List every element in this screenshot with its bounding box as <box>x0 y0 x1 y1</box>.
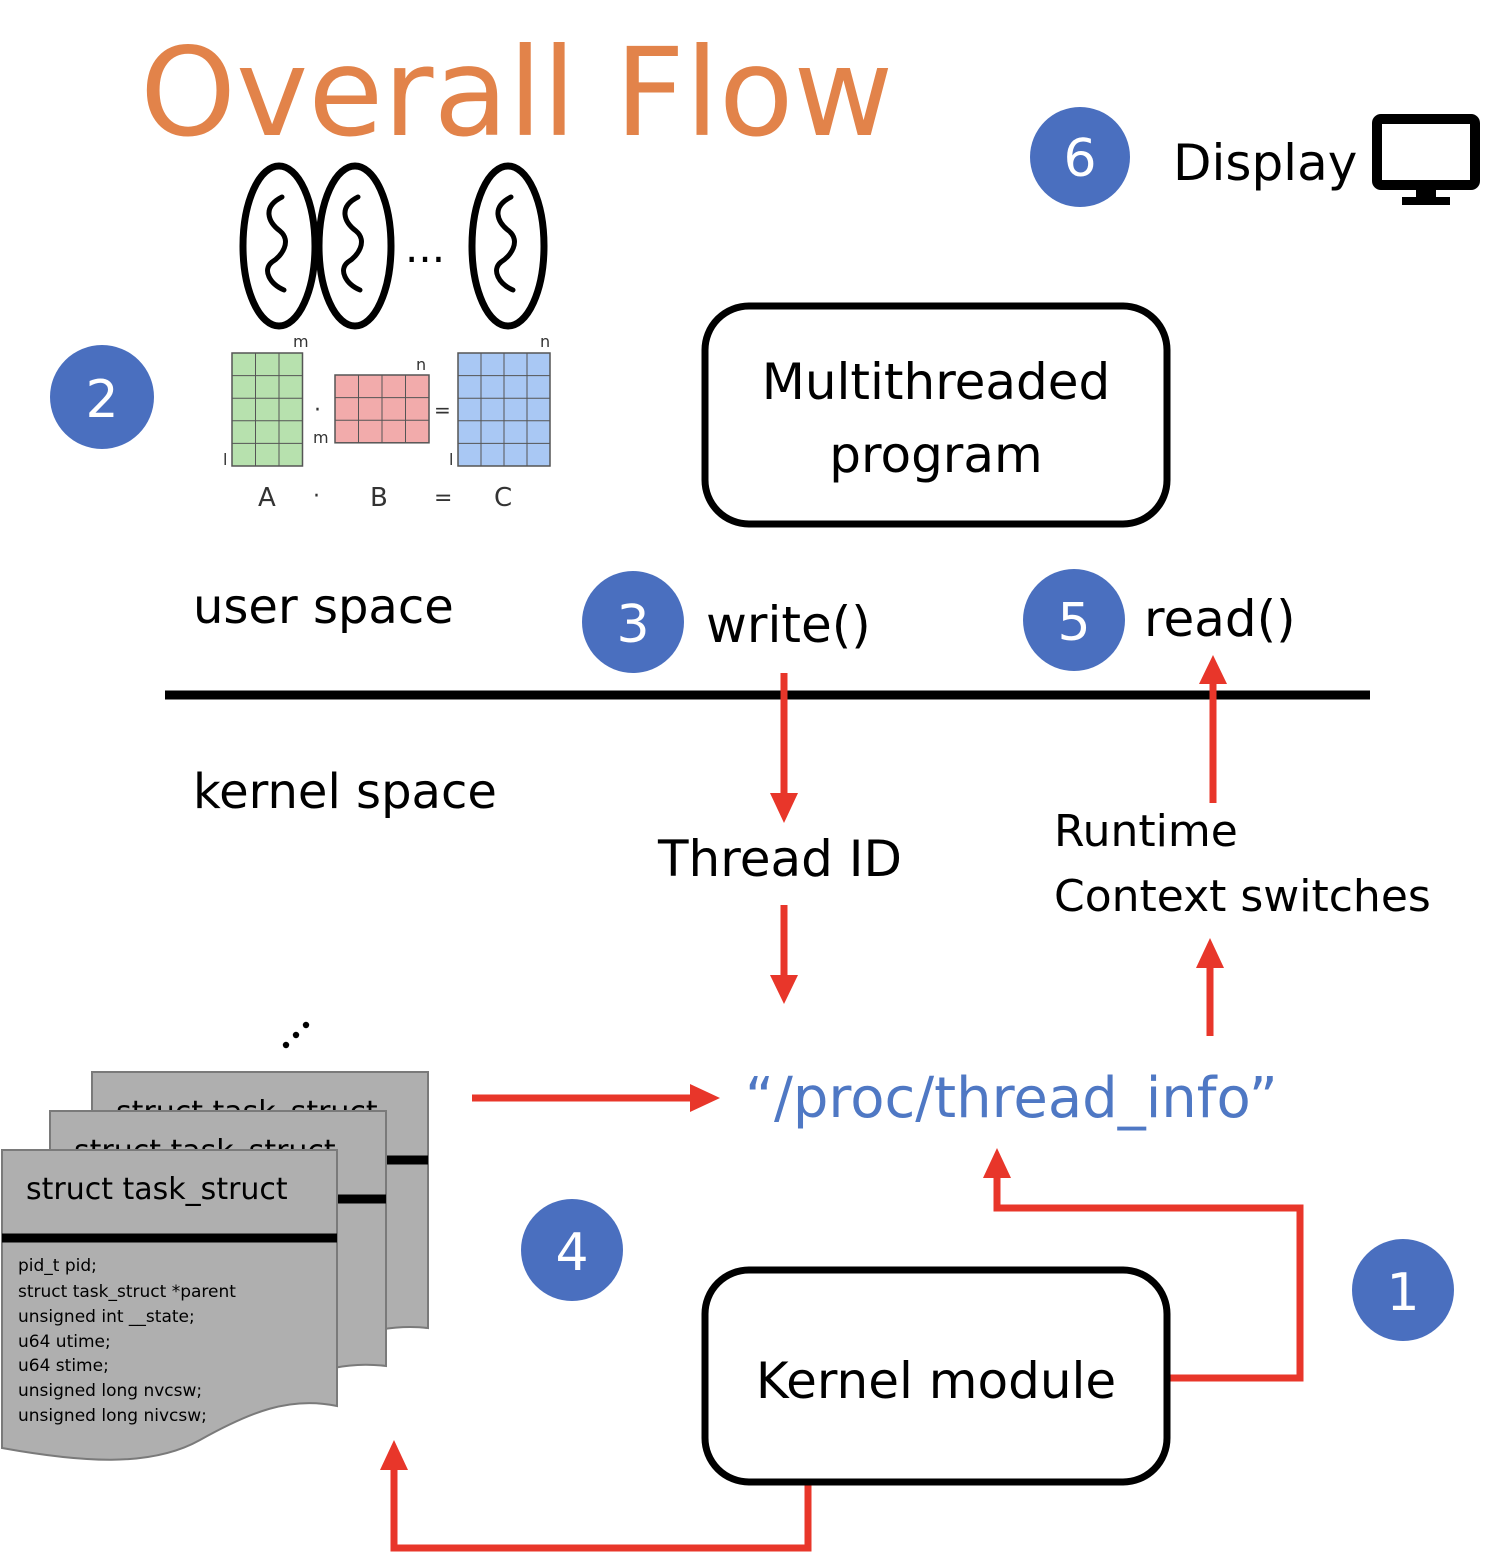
thread-id-label: Thread ID <box>657 830 902 888</box>
matrix-dim-label: m <box>293 332 309 351</box>
more-structs-ellipsis <box>282 1021 310 1049</box>
matrix-caption-c: C <box>494 483 512 513</box>
kernel-space-label: kernel space <box>193 764 497 820</box>
step-number: 3 <box>616 595 649 655</box>
matrix-body <box>231 352 304 467</box>
threads-ellipsis: ... <box>405 223 445 272</box>
step-number: 6 <box>1063 129 1096 189</box>
matrix-multiplication: m n n m l l · = A · B = C <box>223 332 551 513</box>
arrows <box>380 655 1304 1552</box>
arrow-struct-right <box>472 1084 720 1112</box>
display-label: Display <box>1173 134 1357 192</box>
step-4: 4 <box>521 1199 623 1301</box>
step-5: 5 read() <box>1023 569 1296 671</box>
step-badge <box>582 571 684 673</box>
matrix-b <box>334 374 430 444</box>
task-struct-fields: pid_t pid; struct task_struct *parent un… <box>18 1256 236 1426</box>
multithreaded-program-box: Multithreaded program <box>701 302 1171 528</box>
matrix-dot: · <box>314 398 321 423</box>
monitor-icon <box>1372 114 1480 205</box>
task-struct-field: u64 stime; <box>18 1356 109 1376</box>
step-number: 1 <box>1386 1263 1419 1323</box>
kernel-module-box: Kernel module <box>701 1266 1171 1486</box>
matrix-caption-eq: = <box>434 486 452 511</box>
step-number: 4 <box>555 1223 588 1283</box>
matrix-a <box>231 352 304 467</box>
runtime-label: Runtime <box>1054 806 1238 857</box>
task-struct-field: unsigned long nvcsw; <box>18 1381 202 1401</box>
thread-icon <box>315 162 395 330</box>
proc-file-path: “/proc/thread_info” <box>745 1066 1278 1131</box>
matrix-dim-label: n <box>540 332 550 351</box>
step-badge <box>1030 107 1130 207</box>
matrix-dim-label: n <box>416 355 426 374</box>
matrix-equals: = <box>434 398 451 422</box>
matrix-dim-label: m <box>313 428 329 447</box>
task-struct-field: pid_t pid; <box>18 1256 97 1276</box>
task-struct-field: unsigned long nivcsw; <box>18 1406 207 1426</box>
context-switches-label: Context switches <box>1054 871 1431 922</box>
step-badge <box>50 345 154 449</box>
arrow-write-down <box>770 673 798 823</box>
matrix-dim-label: l <box>449 450 453 469</box>
task-struct-title: struct task_struct <box>26 1172 288 1207</box>
step-number: 2 <box>85 370 118 430</box>
thread-icon <box>468 162 548 330</box>
program-label-line1: Multithreaded <box>762 353 1111 411</box>
task-struct-card-front: struct task_struct pid_t pid; struct tas… <box>1 1149 338 1461</box>
arrow-threadid-down <box>770 905 798 1004</box>
matrix-c <box>457 352 551 467</box>
arrow-module-to-proc <box>983 1148 1304 1382</box>
step-badge <box>1352 1239 1454 1341</box>
step-badge <box>1023 569 1125 671</box>
kernel-module-label: Kernel module <box>756 1352 1116 1410</box>
program-label-line2: program <box>829 426 1042 484</box>
write-call-label: write() <box>706 596 871 654</box>
matrix-caption-b: B <box>370 483 388 513</box>
task-struct-field: unsigned int __state; <box>18 1307 195 1327</box>
step-2: 2 <box>50 345 154 449</box>
matrix-caption-dot: · <box>313 484 320 509</box>
thread-icon <box>239 162 319 330</box>
step-6: 6 Display <box>1030 107 1480 207</box>
user-space-label: user space <box>193 579 454 635</box>
arrow-runtime-up <box>1199 655 1227 803</box>
step-3: 3 write() <box>582 571 871 673</box>
step-number: 5 <box>1057 593 1090 653</box>
read-call-label: read() <box>1144 590 1296 648</box>
step-badge <box>521 1199 623 1301</box>
matrix-dim-label: l <box>223 450 227 469</box>
threads-group: ... <box>239 162 548 330</box>
arrow-module-to-struct <box>380 1440 812 1552</box>
matrix-caption-a: A <box>258 483 276 513</box>
task-struct-field: u64 utime; <box>18 1332 111 1352</box>
step-1: 1 <box>1352 1239 1454 1341</box>
page-title: Overall Flow <box>140 22 893 164</box>
arrow-proc-up <box>1196 938 1224 1036</box>
task-struct-field: struct task_struct *parent <box>18 1282 236 1302</box>
